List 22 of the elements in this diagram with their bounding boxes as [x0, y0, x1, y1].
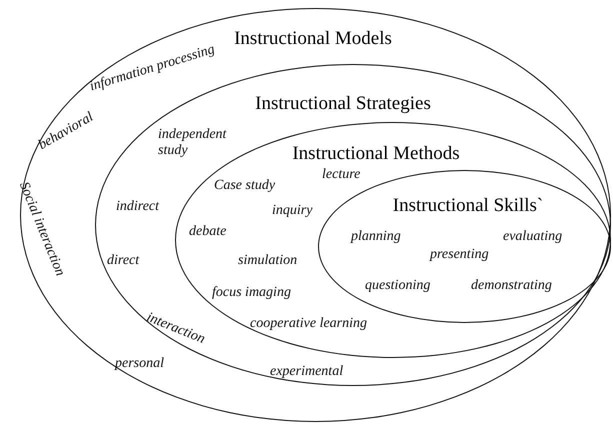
category-label: personal — [115, 356, 164, 372]
category-label: lecture — [322, 167, 360, 184]
category-label: Case study — [214, 178, 276, 194]
category-label: questioning — [365, 278, 430, 294]
ellipse-title: Instructional Strategies — [255, 94, 431, 115]
ellipse-title: Instructional Skills` — [392, 196, 544, 217]
category-label: evaluating — [503, 229, 562, 246]
category-label: indirect — [116, 199, 160, 216]
category-label: simulation — [238, 253, 298, 270]
category-label: demonstrating — [471, 278, 552, 294]
category-label: presenting — [430, 247, 489, 264]
category-label: debate — [189, 224, 226, 240]
ellipse-title: Instructional Methods — [292, 144, 460, 165]
category-label: independent study — [158, 127, 228, 160]
category-label: planning — [351, 229, 401, 246]
ellipse-region — [20, 8, 611, 422]
category-label: direct — [107, 253, 140, 270]
category-label: focus imaging — [212, 285, 291, 302]
ellipse-title: Instructional Models — [234, 29, 392, 50]
category-label: experimental — [270, 364, 344, 380]
category-label: inquiry — [272, 203, 312, 220]
category-label: cooperative learning — [250, 316, 368, 332]
